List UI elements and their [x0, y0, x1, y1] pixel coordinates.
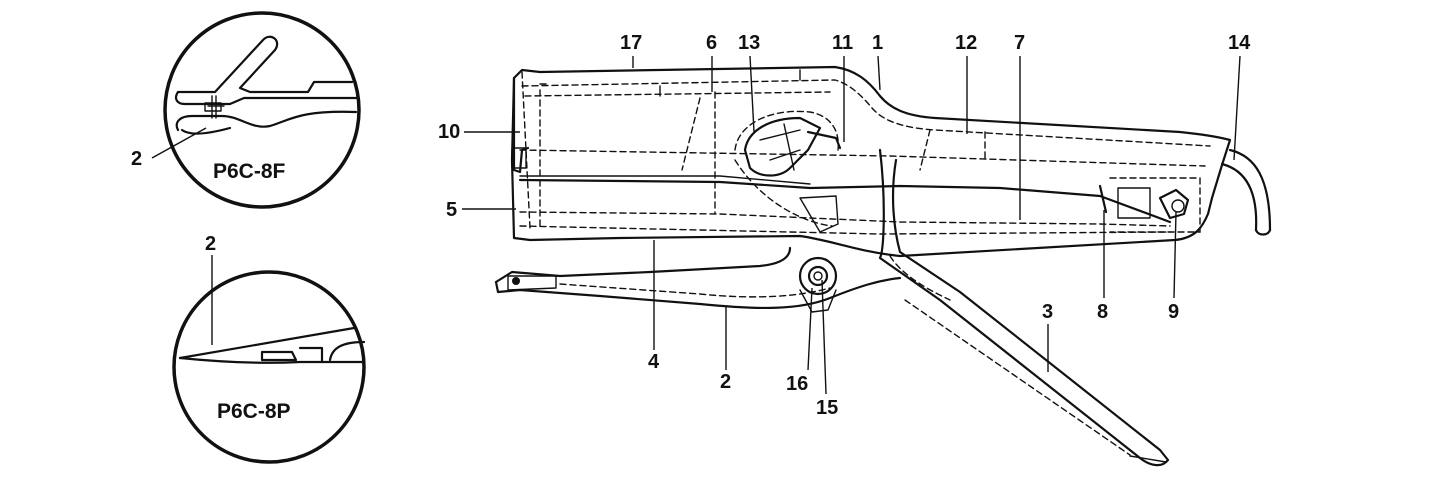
label-1: 1 [872, 32, 883, 54]
label-13: 13 [738, 32, 760, 54]
inset-bottom-part-label: 2 [205, 233, 216, 255]
label-12: 12 [955, 32, 977, 54]
upper-body-outline [510, 65, 1232, 258]
inset-top-part-label: 2 [131, 148, 142, 170]
part-callouts: 17 6 13 11 1 12 7 14 10 5 4 2 16 15 3 8 [438, 32, 1251, 419]
inset-p6c-8f: 2 P6C-8F [131, 11, 361, 209]
label-10: 10 [438, 121, 460, 143]
label-2: 2 [720, 371, 731, 393]
inset-frame-top [163, 11, 361, 209]
label-4: 4 [648, 351, 660, 373]
label-9: 9 [1168, 301, 1179, 323]
stapler-drawing [494, 65, 1272, 467]
lower-arm-outline [494, 246, 902, 310]
inset-top-leader [151, 127, 207, 159]
label-6: 6 [706, 32, 717, 54]
label-17: 17 [620, 32, 642, 54]
label-16: 16 [786, 373, 808, 395]
pivot-outer [798, 256, 838, 296]
inset-bottom-jaw-drawing [178, 326, 366, 364]
inset-top-model-label: P6C-8F [213, 160, 286, 183]
label-5: 5 [446, 199, 457, 221]
label-11: 11 [832, 32, 853, 54]
label-15: 15 [816, 397, 838, 419]
label-3: 3 [1042, 301, 1053, 323]
inset-frame-bottom [172, 270, 366, 464]
inset-top-jaw-drawing [174, 35, 358, 135]
pivot-inner [807, 265, 829, 287]
handle-lever-outline [878, 148, 1170, 467]
label-7: 7 [1014, 32, 1025, 54]
inset-p6c-8p: 2 P6C-8P [172, 233, 366, 464]
label-8: 8 [1097, 301, 1108, 323]
inset-bottom-model-label: P6C-8P [217, 400, 291, 423]
label-14: 14 [1228, 32, 1251, 54]
